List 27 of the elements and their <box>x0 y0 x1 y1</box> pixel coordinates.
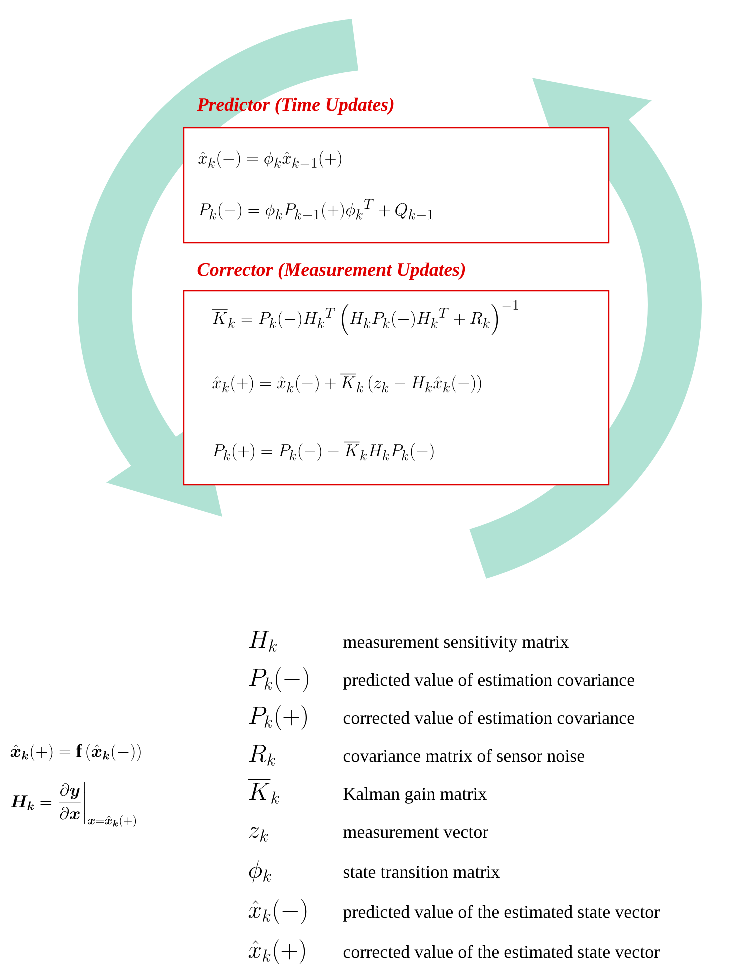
symbol-description: measurement sensitivity matrix <box>344 636 569 652</box>
equation: $P_k(+) = P_k(-) - \overline{K}_k H_k P_k(-)$ <box>213 442 434 461</box>
symbol-description: Kalman gain matrix <box>344 788 487 804</box>
symbol-description: covariance matrix of sensor noise <box>344 749 584 762</box>
symbol: $\hat{x}_k(+)$ <box>248 939 306 964</box>
symbol: $H_k$ <box>249 631 278 652</box>
symbol-description: state transition matrix <box>344 866 500 878</box>
equation: $\overline{K}_k = P_k(-) {H_k}^T \left(H_k P_k(-) {H_k}^T + R_k\right)^{-1}$ <box>212 300 518 336</box>
box-heading: Predictor (Time Updates) <box>197 98 394 116</box>
symbol-description: predicted value of the estimated state vector <box>343 905 660 922</box>
equation: $\boldsymbol{\hat{x}_k}(+) = \mathbf{f}\left(\boldsymbol{\hat{x}_k}(-)\right)$ <box>10 744 141 762</box>
symbol: $P_k(+)$ <box>249 705 308 730</box>
symbol: $R_k$ <box>249 745 276 766</box>
equation: $\hat{x}_k(+) = \hat{x}_k(-) + \overline{K}_k \left(z_k - H_k \hat{x}_k(-)\right)$ <box>212 374 482 393</box>
box-heading: Corrector (Measurement Updates) <box>198 262 466 280</box>
symbol: $\overline{K}_k$ <box>248 780 280 804</box>
symbol: $\phi_k$ <box>249 860 272 884</box>
symbol: $\hat{x}_k(-)$ <box>248 899 307 924</box>
symbol: $z_k$ <box>249 827 268 842</box>
equation: $\hat{x}_k(-) = \phi_k \hat{x}_{k-1}(+)$ <box>198 150 342 168</box>
symbol-description: corrected value of the estimated state vector <box>344 945 660 958</box>
equation: $\boldsymbol{H_k} = \left.\frac{\partial \boldsymbol{y}}{\partial \boldsymbol{x}}\right|_{\boldsymbol{x}=\boldsymbol{\hat{x}_k}(+)}$ <box>10 782 136 828</box>
symbol: $P_k(-)$ <box>249 667 308 692</box>
equation: $P_k(-) = \phi_k P_{k-1}(+) {\phi_k}^T + Q_{k-1}$ <box>199 199 434 220</box>
symbol-description: measurement vector <box>344 828 488 838</box>
symbol-description: corrected value of estimation covariance <box>344 711 634 724</box>
symbol-description: predicted value of estimation covariance <box>343 673 634 690</box>
